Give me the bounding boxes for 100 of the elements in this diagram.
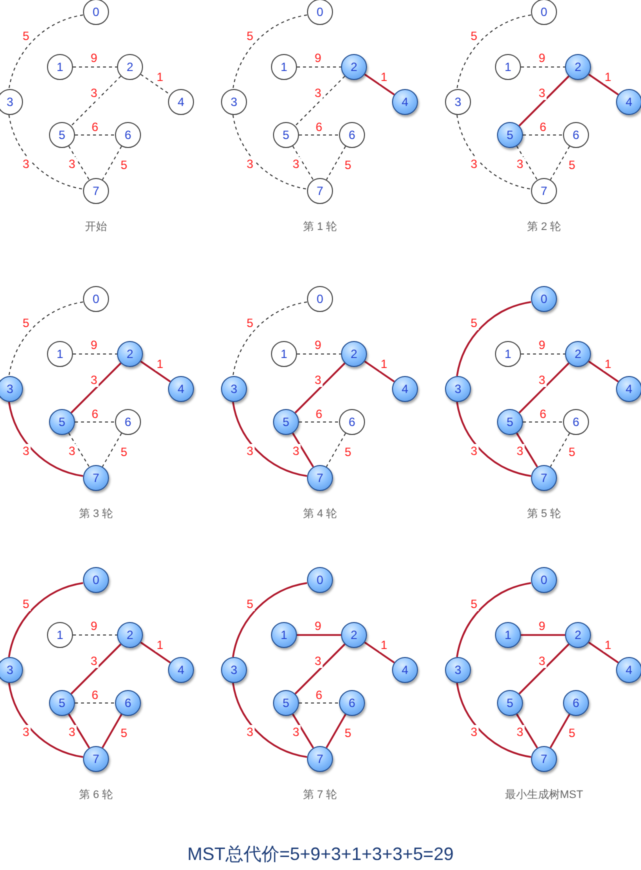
dashed-edge: [296, 66, 342, 68]
edge-weight: 6: [90, 407, 100, 421]
edge-line: [102, 714, 122, 748]
edge-weight: 3: [246, 444, 254, 458]
vertex-circle: 3: [445, 89, 471, 115]
dashed-edge: [550, 432, 570, 468]
edge-weight: 3: [538, 86, 546, 100]
dashed-edge: [456, 114, 532, 190]
dashed-edge: [74, 702, 116, 704]
edge-weight: 9: [538, 338, 546, 352]
vertex-circle: 7: [307, 746, 333, 772]
dashed-edge: [294, 76, 346, 126]
vertex-circle: 6: [563, 690, 589, 716]
edge-weight: 6: [314, 120, 324, 134]
vertex-circle: 1: [47, 341, 73, 367]
dashed-edge: [8, 14, 84, 90]
edge-weight: 5: [22, 316, 30, 330]
edge-weight: 3: [516, 444, 524, 458]
vertex-circle: 1: [47, 54, 73, 80]
edge-line: [364, 642, 395, 664]
vertex-circle: 7: [83, 178, 109, 204]
edge-weight: 1: [380, 638, 388, 652]
edge-line: [456, 682, 532, 758]
edge-weight: 3: [292, 444, 300, 458]
vertex-circle: 5: [497, 122, 523, 148]
edge-line: [516, 714, 538, 748]
dashed-edge: [292, 146, 314, 180]
vertex-circle: 2: [565, 622, 591, 648]
edge-weight: 9: [538, 619, 546, 633]
edge-weight: 5: [344, 158, 352, 172]
edge-weight: 6: [314, 407, 324, 421]
vertex-circle: 6: [563, 409, 589, 435]
dashed-edge: [8, 301, 84, 376]
edge-line: [456, 582, 532, 658]
edge-weight: 3: [470, 157, 478, 171]
edge-weight: 1: [604, 357, 612, 371]
edge-weight: 5: [344, 726, 352, 740]
vertex-circle: 2: [565, 54, 591, 80]
dashed-edge: [72, 66, 118, 68]
vertex-circle: 1: [271, 622, 297, 648]
vertex-circle: 1: [271, 341, 297, 367]
edge-line: [364, 74, 395, 96]
dashed-edge: [68, 146, 90, 180]
vertex-circle: 4: [616, 376, 641, 402]
vertex-circle: 3: [221, 376, 247, 402]
edge-line: [518, 644, 570, 694]
edge-weight: 3: [22, 725, 30, 739]
vertex-circle: 0: [307, 0, 333, 25]
step-caption: 最小生成树MST: [504, 788, 584, 802]
step-caption: 第 6 轮: [78, 788, 114, 802]
edge-weight: 9: [314, 619, 322, 633]
edge-weight: 3: [246, 725, 254, 739]
dashed-edge: [522, 134, 564, 136]
vertex-circle: 6: [115, 690, 141, 716]
dashed-edge: [68, 432, 90, 468]
dashed-edge: [72, 634, 118, 636]
step-caption: 第 4 轮: [302, 507, 338, 521]
vertex-circle: 7: [531, 178, 557, 204]
dashed-edge: [74, 134, 116, 136]
edge-line: [518, 76, 570, 126]
edge-weight: 5: [22, 29, 30, 43]
edge-line: [456, 301, 532, 376]
dashed-edge: [8, 114, 84, 190]
dashed-edge: [298, 702, 340, 704]
edge-weight: 9: [90, 619, 98, 633]
edge-weight: 5: [120, 726, 128, 740]
edge-weight: 1: [380, 357, 388, 371]
vertex-circle: 6: [115, 122, 141, 148]
vertex-circle: 5: [497, 409, 523, 435]
vertex-circle: 5: [497, 690, 523, 716]
vertex-circle: 5: [49, 122, 75, 148]
edge-line: [70, 362, 122, 414]
vertex-circle: 4: [392, 657, 418, 683]
vertex-circle: 0: [531, 0, 557, 25]
edge-weight: 3: [516, 157, 524, 171]
edge-line: [456, 402, 532, 477]
vertex-circle: 0: [531, 286, 557, 312]
dashed-edge: [140, 74, 171, 96]
step-caption: 第 1 轮: [302, 220, 338, 234]
edge-line: [516, 432, 538, 468]
vertex-circle: 6: [339, 122, 365, 148]
vertex-circle: 3: [221, 89, 247, 115]
vertex-circle: 6: [339, 409, 365, 435]
edge-line: [294, 644, 346, 694]
vertex-circle: 1: [495, 341, 521, 367]
edge-weight: 5: [568, 726, 576, 740]
vertex-circle: 0: [83, 567, 109, 593]
edge-line: [326, 714, 346, 748]
vertex-circle: 4: [168, 89, 194, 115]
vertex-circle: 2: [341, 54, 367, 80]
vertex-circle: 2: [117, 341, 143, 367]
vertex-circle: 3: [0, 657, 23, 683]
vertex-circle: 7: [307, 465, 333, 491]
edge-line: [70, 644, 122, 694]
edge-weight: 3: [292, 725, 300, 739]
vertex-circle: 0: [83, 0, 109, 25]
edge-weight: 5: [120, 445, 128, 459]
edge-weight: 5: [568, 158, 576, 172]
edge-weight: 3: [90, 86, 98, 100]
dashed-edge: [232, 114, 308, 190]
